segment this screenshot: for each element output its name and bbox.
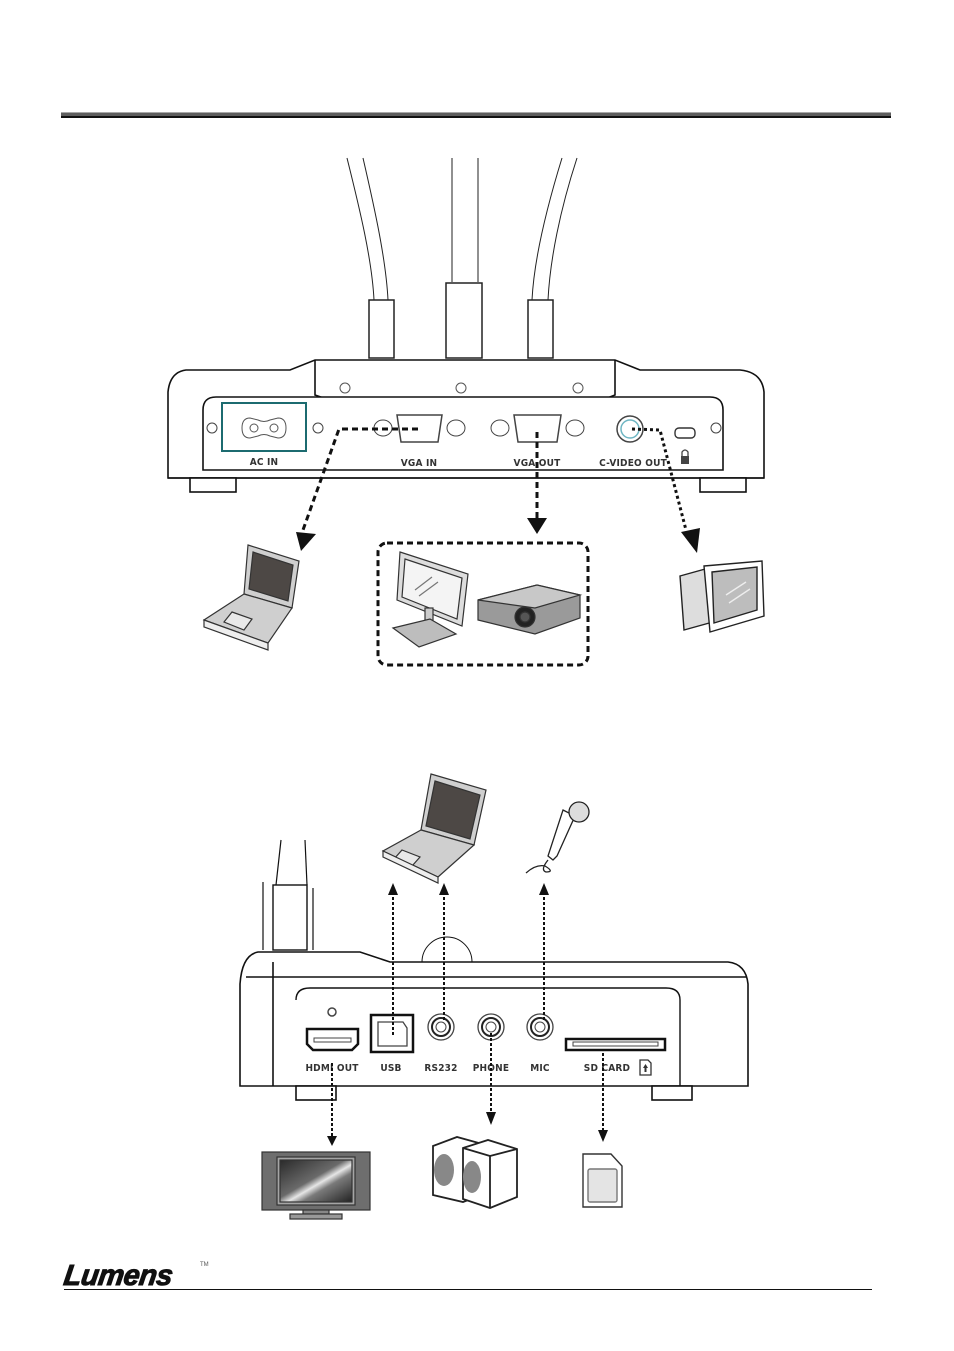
- ac-in-port: AC IN: [221, 402, 307, 468]
- side-connection-lines: [331, 896, 604, 1136]
- microphone-icon: [525, 801, 590, 874]
- projector-icon: [477, 584, 583, 635]
- c-video-out-line: [631, 427, 688, 531]
- vga-in-line: [301, 427, 418, 531]
- lock-icon: [681, 449, 689, 464]
- kensington-slot: [674, 427, 696, 439]
- vga-in-arrow: [296, 532, 316, 551]
- rs232-port: RS232: [424, 1013, 457, 1074]
- side-panel-device: HDMI OUT USB RS232 PHONE MIC SD CARD: [239, 839, 749, 1101]
- c-video-out-port: C-VIDEO OUT: [599, 415, 667, 469]
- c-video-out-label: C-VIDEO OUT: [599, 458, 667, 469]
- camera-arms: [346, 157, 578, 359]
- sd-card-icon: [582, 1153, 623, 1208]
- usb-label: USB: [380, 1063, 401, 1074]
- laptop-icon: [202, 544, 300, 651]
- ac-in-label: AC IN: [250, 457, 279, 468]
- mic-port: MIC: [526, 1013, 554, 1074]
- rs232-label: RS232: [424, 1063, 457, 1074]
- footer-rule: [64, 1289, 872, 1290]
- vga-out-devices-group: [376, 541, 590, 667]
- crt-tv-icon: [679, 560, 765, 633]
- rear-connection-lines: [296, 427, 700, 553]
- speakers-icon: [432, 1136, 518, 1209]
- laptop-icon: [381, 773, 487, 884]
- vga-out-arrow: [527, 518, 547, 534]
- monitor-icon: [391, 551, 469, 648]
- sd-eject-icon: [639, 1059, 652, 1076]
- sd-card-label: SD CARD: [584, 1063, 630, 1074]
- vga-in-label: VGA IN: [401, 458, 438, 469]
- flat-tv-icon: [261, 1151, 371, 1220]
- c-video-out-arrow: [681, 528, 700, 553]
- header-rule: [61, 112, 891, 118]
- sd-card-port: SD CARD: [564, 1037, 667, 1076]
- trademark-mark: TM: [200, 1262, 209, 1268]
- rear-panel-device: AC IN VGA IN VGA OUT C-VIDEO OUT: [167, 157, 765, 493]
- side-connection-arrows: [327, 883, 608, 1146]
- mic-label: MIC: [530, 1063, 550, 1074]
